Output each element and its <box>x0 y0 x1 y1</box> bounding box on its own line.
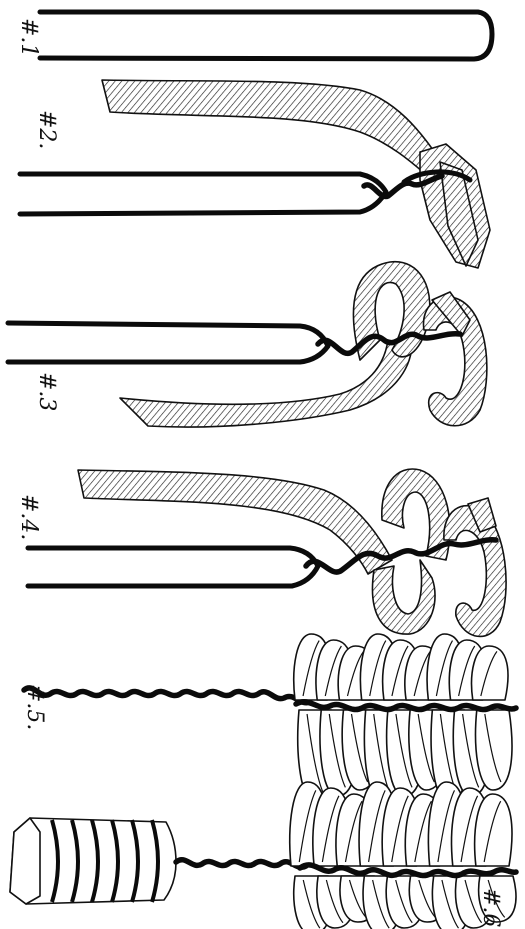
ribbon-loop-left <box>373 560 436 634</box>
ribbon-strip <box>102 80 440 178</box>
figure-5: #.5. <box>22 634 516 802</box>
wrapped-bundle <box>10 818 176 904</box>
figure-2: #2. <box>20 80 490 268</box>
figure-6: #.6 <box>10 782 516 929</box>
twisted-wire <box>296 702 516 710</box>
twisted-wire <box>306 540 496 572</box>
ribbon-loop-right <box>444 506 506 637</box>
crimped-fringe <box>294 634 512 802</box>
hairpin-wire <box>40 12 492 59</box>
figure-5-label: #.5. <box>22 684 47 730</box>
figure-2-label: #2. <box>34 110 59 149</box>
bundle-end-cap <box>10 818 40 904</box>
fringe-petal-upper <box>475 794 512 866</box>
twisted-wire <box>24 688 310 703</box>
figure-3-label: #.3 <box>34 372 59 411</box>
fringe-petal-lower <box>476 710 512 790</box>
figure-1-label: #.1 <box>16 18 41 57</box>
figure-4-label: #.4. <box>16 494 41 540</box>
figure-3: #.3 <box>8 262 487 427</box>
ribbon-strip <box>120 340 412 427</box>
hairpin-wire <box>28 548 318 586</box>
hairpin-wire <box>8 323 328 362</box>
figure-6-label: #.6 <box>478 888 503 927</box>
figure-1: #.1 <box>16 12 492 59</box>
fringe-petal-upper <box>472 646 508 700</box>
figure-4: #.4. <box>16 469 506 636</box>
twisted-wire <box>176 860 306 868</box>
ribbon-strip <box>78 470 392 574</box>
hairpin-wire <box>20 174 386 214</box>
